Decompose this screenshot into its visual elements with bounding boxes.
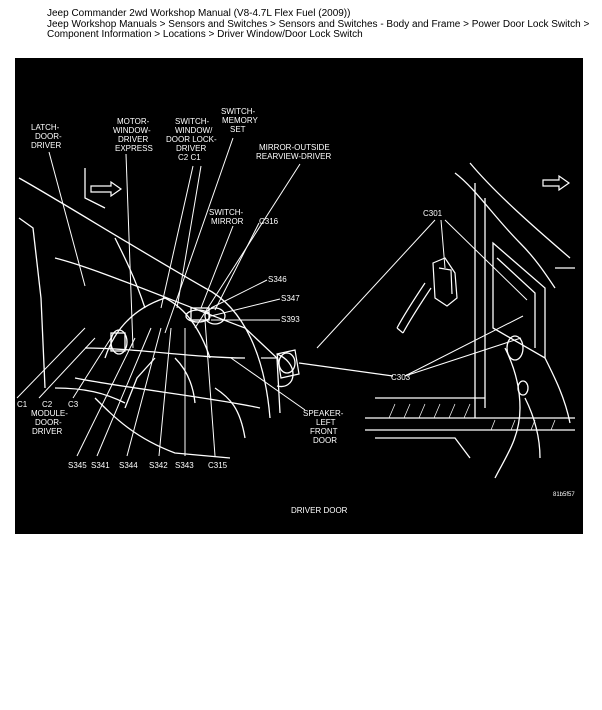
diagram-caption: DRIVER DOOR: [291, 506, 348, 515]
label-s347: S347: [281, 294, 300, 303]
header-line-3: Component Information > Locations > Driv…: [47, 29, 363, 40]
label-speaker-3: FRONT: [310, 427, 338, 436]
label-module-door-3: DRIVER: [32, 427, 62, 436]
label-switch-window-1: SWITCH-: [175, 117, 210, 126]
label-c316: C316: [259, 217, 279, 226]
label-s343: S343: [175, 461, 194, 470]
label-switch-mirror-2: MIRROR: [211, 217, 244, 226]
door-diagram: LATCH- DOOR- DRIVER MOTOR- WINDOW- DRIVE…: [15, 58, 583, 534]
label-switch-mirror-1: SWITCH-: [209, 208, 244, 217]
header-line-1: Jeep Commander 2wd Workshop Manual (V8-4…: [47, 8, 351, 19]
label-c3: C3: [68, 400, 79, 409]
label-s345: S345: [68, 461, 87, 470]
label-switch-window-5: C2 C1: [178, 153, 201, 162]
label-switch-memory-3: SET: [230, 125, 246, 134]
label-switch-memory-2: MEMORY: [222, 116, 259, 125]
label-c2: C2: [42, 400, 53, 409]
leader-lines: [16, 137, 528, 457]
label-s346: S346: [268, 275, 287, 284]
label-switch-memory-1: SWITCH-: [221, 107, 256, 116]
label-module-door-1: MODULE-: [31, 409, 68, 418]
label-motor-window-3: DRIVER: [118, 135, 148, 144]
label-motor-window-1: MOTOR-: [117, 117, 150, 126]
page-header: Jeep Commander 2wd Workshop Manual (V8-4…: [47, 8, 590, 41]
label-s393: S393: [281, 315, 300, 324]
label-switch-window-3: DOOR LOCK-: [166, 135, 217, 144]
label-latch-door-driver-3: DRIVER: [31, 141, 61, 150]
label-switch-window-2: WINDOW/: [175, 126, 213, 135]
label-speaker-2: LEFT: [316, 418, 336, 427]
label-c301: C301: [423, 209, 443, 218]
label-speaker-4: DOOR: [313, 436, 337, 445]
c301-connector-detail: [396, 257, 458, 334]
figure-id: 81b5f57: [553, 492, 575, 498]
label-latch-door-driver-2: DOOR-: [35, 132, 62, 141]
label-mirror-outside-2: REARVIEW-DRIVER: [256, 152, 331, 161]
label-mirror-outside-1: MIRROR-OUTSIDE: [259, 143, 330, 152]
label-s344: S344: [119, 461, 138, 470]
label-switch-window-4: DRIVER: [176, 144, 206, 153]
label-c1: C1: [17, 400, 28, 409]
header-line-2: Jeep Workshop Manuals > Sensors and Swit…: [47, 18, 590, 30]
label-c315: C315: [208, 461, 228, 470]
door-diagram-svg: LATCH- DOOR- DRIVER MOTOR- WINDOW- DRIVE…: [15, 58, 583, 534]
direction-arrow-left: [90, 180, 123, 198]
label-s342: S342: [149, 461, 168, 470]
label-latch-door-driver-1: LATCH-: [31, 123, 60, 132]
door-drawing: [18, 168, 296, 459]
label-motor-window-2: WINDOW-: [113, 126, 151, 135]
c303-connector-detail: [261, 349, 394, 379]
label-module-door-2: DOOR-: [35, 418, 62, 427]
label-c303: C303: [391, 373, 411, 382]
label-speaker-1: SPEAKER-: [303, 409, 344, 418]
label-motor-window-4: EXPRESS: [115, 144, 153, 153]
hatch-lines: [388, 403, 556, 431]
direction-arrow-right: [542, 174, 571, 192]
door-frame-drawing: [365, 162, 575, 479]
label-s341: S341: [91, 461, 110, 470]
